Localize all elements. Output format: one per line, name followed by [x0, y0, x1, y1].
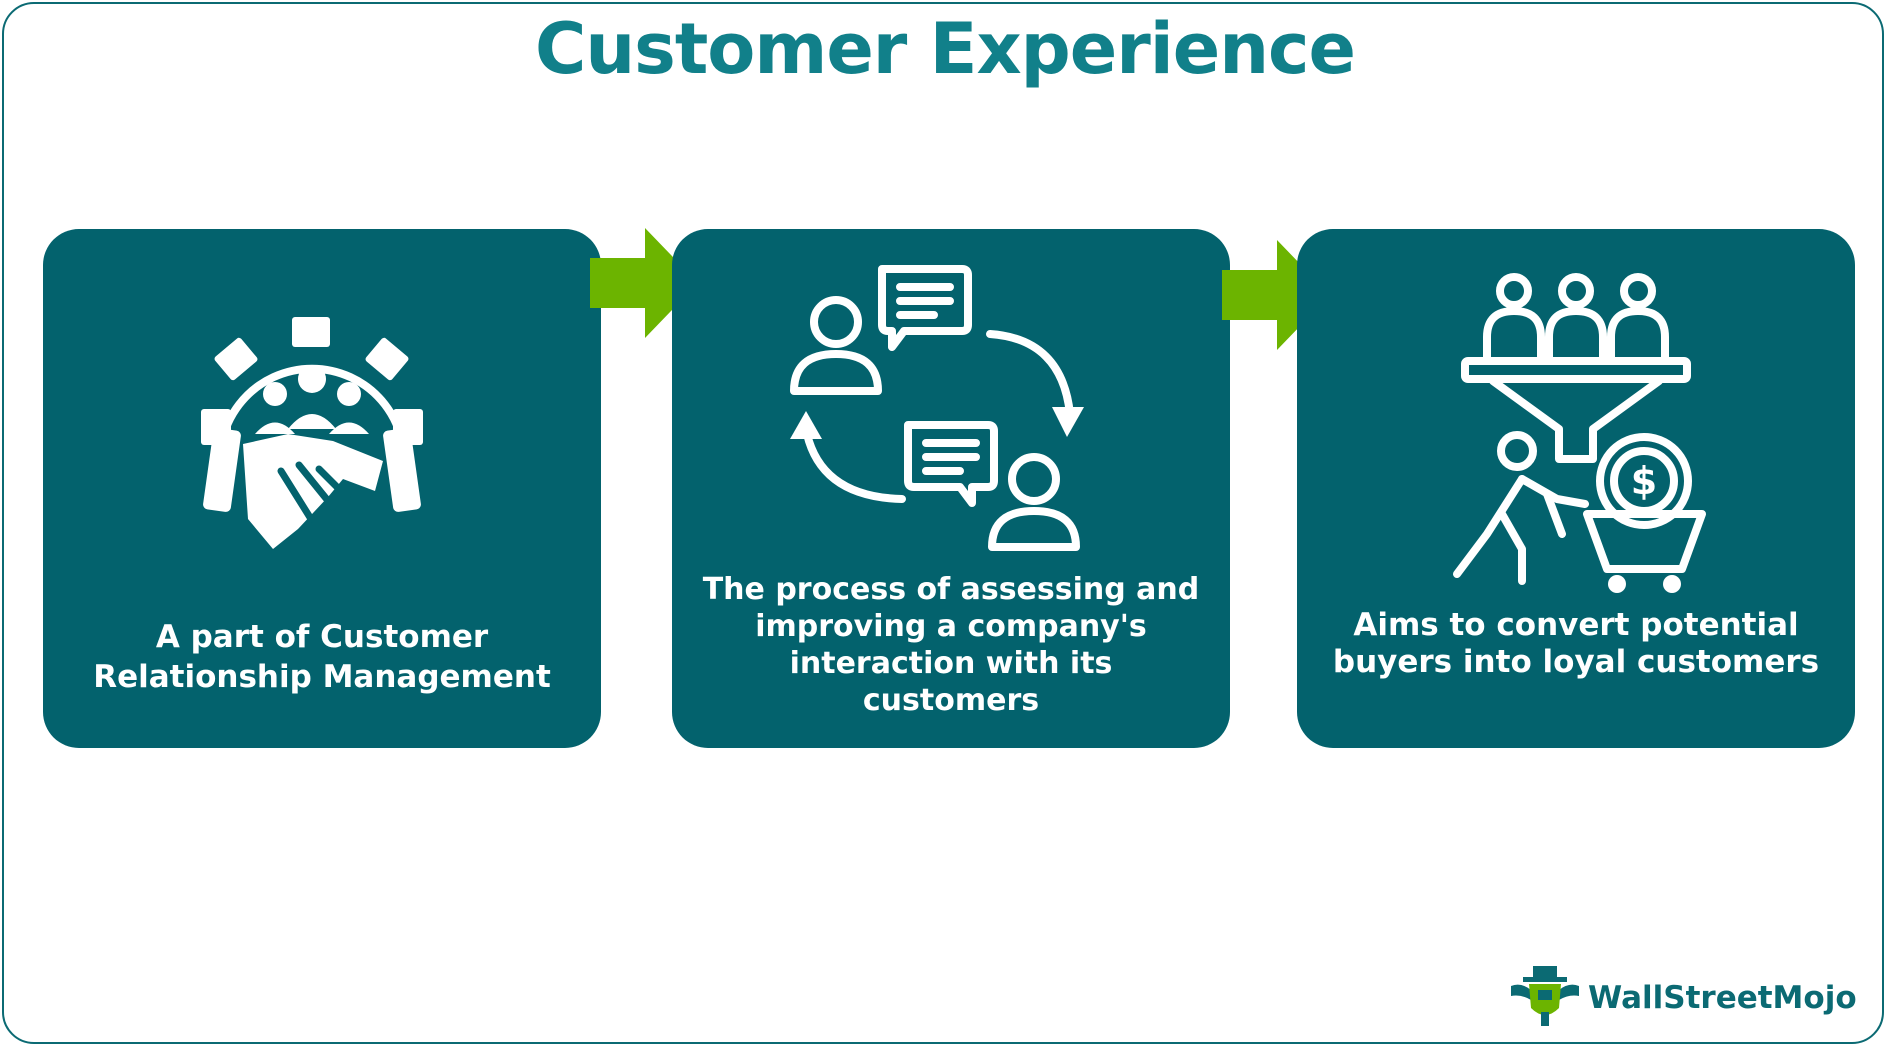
card-conversion: $ Aims to convert potential buyers into …: [1297, 229, 1855, 748]
card-text: Aims to convert potential buyers into lo…: [1332, 607, 1820, 680]
card-text: A part of Customer Relationship Manageme…: [93, 619, 551, 695]
logo-text: WallStreetMojo: [1588, 980, 1857, 1016]
svg-text:$: $: [1631, 459, 1657, 503]
card-text: The process of assessing and improving a…: [702, 572, 1200, 718]
card-crm: A part of Customer Relationship Manageme…: [43, 229, 601, 748]
wallstreetmojo-logo-icon: [1511, 966, 1579, 1026]
customer-funnel-conversion-icon: $: [1453, 273, 1706, 593]
handshake-gear-icon: [201, 317, 423, 549]
card-process: The process of assessing and improving a…: [672, 229, 1230, 748]
brand-logo: WallStreetMojo: [1505, 960, 1865, 1030]
conversation-cycle-icon: [790, 265, 1084, 551]
right-arrow-icon: [590, 228, 698, 338]
page-title: Customer Experience: [534, 8, 1356, 90]
